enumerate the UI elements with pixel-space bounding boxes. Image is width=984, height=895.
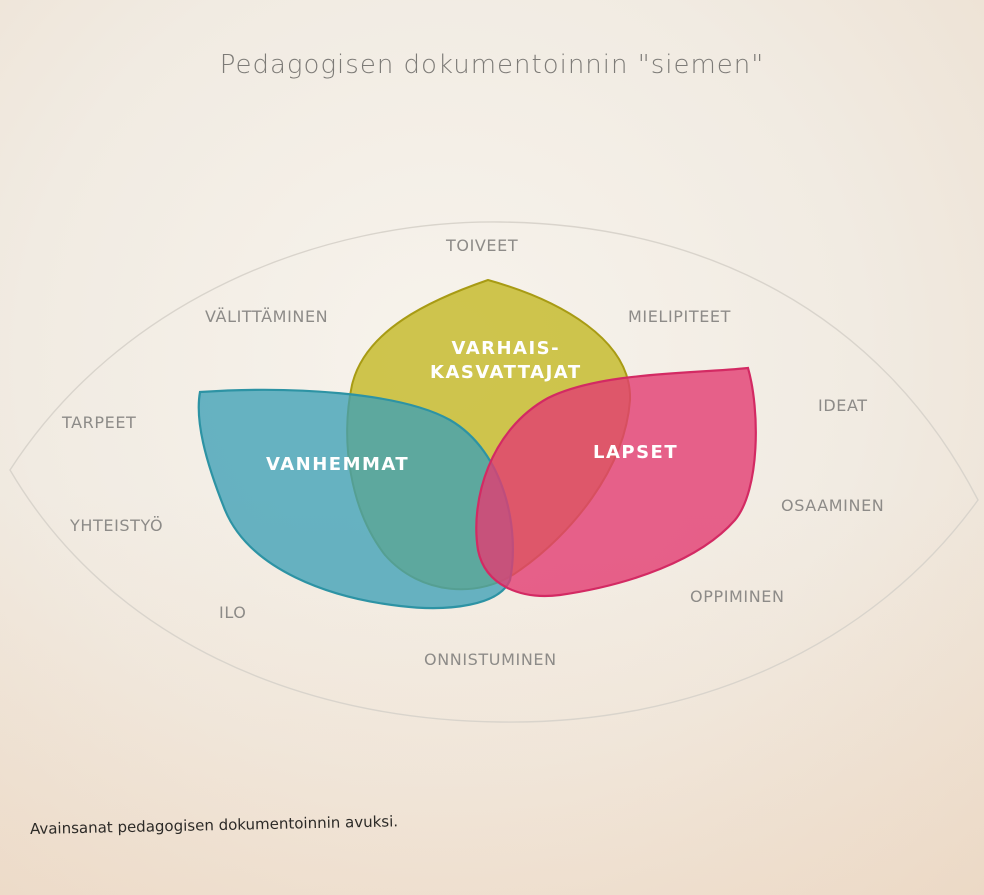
keyword-osaaminen: OSAAMINEN	[781, 496, 885, 515]
keyword-onnistuminen: ONNISTUMINEN	[424, 650, 557, 669]
keyword-toiveet: TOIVEET	[446, 236, 519, 255]
keyword-valittaminen: VÄLITTÄMINEN	[205, 307, 329, 326]
label-vanhemmat: VANHEMMAT	[266, 454, 410, 475]
label-varhaiskasvattajat-line2: KASVATTAJAT	[430, 362, 582, 383]
petal-lapset	[475, 366, 757, 597]
page-title: Pedagogisen dokumentoinnin "siemen"	[219, 50, 765, 80]
keyword-mielipiteet: MIELIPITEET	[628, 307, 731, 326]
keyword-tarpeet: TARPEET	[62, 413, 137, 432]
label-varhaiskasvattajat: VARHAIS- KASVATTAJAT	[430, 337, 582, 385]
petal-vanhemmat	[197, 388, 514, 610]
keyword-yhteistyo: YHTEISTYÖ	[70, 516, 164, 535]
seed-outline	[9, 221, 979, 723]
keyword-ideat: IDEAT	[818, 396, 868, 415]
label-varhaiskasvattajat-line1: VARHAIS-	[451, 338, 561, 359]
label-lapset: LAPSET	[593, 442, 679, 463]
keyword-oppiminen: OPPIMINEN	[690, 587, 785, 606]
keyword-ilo: ILO	[219, 603, 247, 622]
